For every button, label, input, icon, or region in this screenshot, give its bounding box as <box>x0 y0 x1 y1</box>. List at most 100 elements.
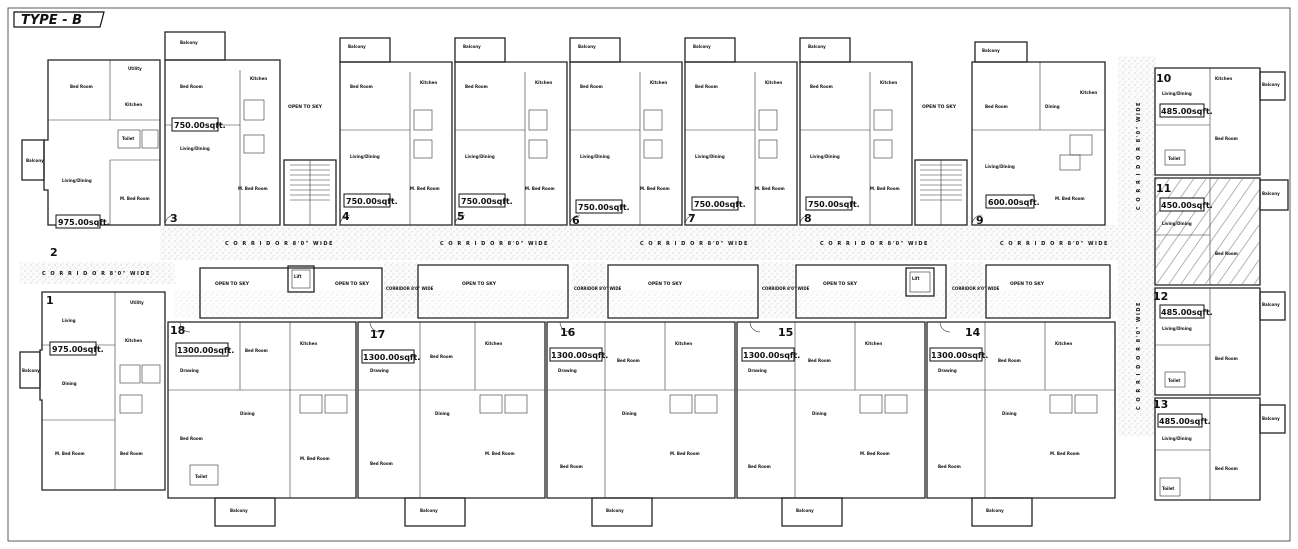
room-label: Utility <box>130 300 144 305</box>
room-label: Living/Dining <box>180 146 210 151</box>
room-label: Bed Room <box>985 104 1008 109</box>
unit-1: Living Dining M. Bed Room Bed Room Kitch… <box>19 291 166 491</box>
room-label: Bed Room <box>810 84 833 89</box>
room-label: Kitchen <box>125 338 142 343</box>
unit-area: 750.00sqft. <box>578 203 630 212</box>
unit-5: Bed Room Kitchen Living/Dining M. Bed Ro… <box>454 37 568 226</box>
room-label: Living <box>62 318 76 323</box>
room-label: Bed Room <box>1215 356 1238 361</box>
open-to-sky-label: OPEN TO SKY <box>823 281 858 287</box>
room-label: Drawing <box>748 368 767 373</box>
room-label: Bed Room <box>938 464 961 469</box>
unit-number: 8 <box>804 212 812 225</box>
unit-area: 750.00sqft. <box>694 200 746 209</box>
corridor-label: C O R R I D O R 8'0" WIDE <box>225 241 334 247</box>
room-label: Kitchen <box>485 341 502 346</box>
unit-area: 750.00sqft. <box>174 121 226 130</box>
room-label: Balcony <box>26 158 44 163</box>
room-label: Drawing <box>558 368 577 373</box>
unit-number: 13 <box>1153 398 1168 411</box>
unit-number: 7 <box>688 212 696 225</box>
room-label: Balcony <box>180 40 198 45</box>
unit-number: 17 <box>370 328 385 341</box>
room-label: Kitchen <box>535 80 552 85</box>
unit-area: 485.00sqft. <box>1161 107 1213 116</box>
corridor-label: C O R R I D O R 8'0" WIDE <box>440 241 549 247</box>
room-label: Dining <box>435 411 450 416</box>
room-label: Living/Dining <box>695 154 725 159</box>
unit-number: 18 <box>170 324 185 337</box>
unit-area: 1300.00sqft. <box>177 346 234 355</box>
unit-number: 3 <box>170 212 178 225</box>
corridor-left <box>20 262 175 284</box>
room-label: M. Bed Room <box>55 451 85 456</box>
room-label: M. Bed Room <box>300 456 330 461</box>
room-label: Toilet <box>1168 378 1180 383</box>
room-label: M. Bed Room <box>870 186 900 191</box>
room-label: Kitchen <box>880 80 897 85</box>
door-swings <box>164 214 983 333</box>
room-label: Toilet <box>122 136 134 141</box>
room-label: Balcony <box>348 44 366 49</box>
room-label: Balcony <box>796 508 814 513</box>
room-label: Living/Dining <box>1162 326 1192 331</box>
plan-title: TYPE - B <box>21 13 82 28</box>
unit-16: Drawing Bed Room Kitchen Dining Bed Room… <box>546 321 736 527</box>
room-label: Balcony <box>463 44 481 49</box>
room-label: Dining <box>1002 411 1017 416</box>
room-label: M. Bed Room <box>485 451 515 456</box>
room-label: Kitchen <box>1055 341 1072 346</box>
room-label: Balcony <box>1262 302 1280 307</box>
room-label: Kitchen <box>250 76 267 81</box>
room-label: M. Bed Room <box>120 196 150 201</box>
room-label: Kitchen <box>650 80 667 85</box>
room-label: M. Bed Room <box>1055 196 1085 201</box>
room-label: Living/Dining <box>62 178 92 183</box>
room-label: Toilet <box>1162 486 1174 491</box>
room-label: Living/Dining <box>1162 221 1192 226</box>
room-label: Kitchen <box>420 80 437 85</box>
unit-area: 750.00sqft. <box>346 197 398 206</box>
corridor-label: C O R R I D O R 8'0" WIDE <box>1000 241 1109 247</box>
room-label: Balcony <box>808 44 826 49</box>
room-label: Bed Room <box>617 358 640 363</box>
open-to-sky-label: OPEN TO SKY <box>335 281 370 287</box>
unit-area: 1300.00sqft. <box>743 351 800 360</box>
room-label: M. Bed Room <box>410 186 440 191</box>
unit-area: 750.00sqft. <box>808 200 860 209</box>
plan-title-badge: TYPE - B <box>13 11 105 28</box>
room-label: Toilet <box>1168 156 1180 161</box>
room-label: Balcony <box>1262 191 1280 196</box>
room-label: Bed Room <box>695 84 718 89</box>
corridor-label: C O R R I D O R 8'0" WIDE <box>42 271 151 277</box>
room-label: Living/Dining <box>465 154 495 159</box>
room-label: Kitchen <box>300 341 317 346</box>
corridor-labels: C O R R I D O R 8'0" WIDE C O R R I D O … <box>42 101 1142 410</box>
lift-label: Lift <box>912 276 920 281</box>
unit-9: Bed Room Dining Kitchen Living/Dining M.… <box>971 41 1106 227</box>
unit-area: 485.00sqft. <box>1161 308 1213 317</box>
unit-13: Living/Dining Bed Room Toilet Balcony 48… <box>1153 397 1286 501</box>
unit-area: 600.00sqft. <box>988 198 1040 207</box>
room-label: Bed Room <box>560 464 583 469</box>
open-to-sky-label: OPEN TO SKY <box>922 104 957 110</box>
unit-area: 1300.00sqft. <box>363 353 420 362</box>
room-label: Bed Room <box>748 464 771 469</box>
open-to-sky-label: OPEN TO SKY <box>215 281 250 287</box>
unit-number: 12 <box>1153 290 1168 303</box>
room-label: Bed Room <box>245 348 268 353</box>
unit-10: Living/Dining Bed Room Kitchen Toilet Ba… <box>1154 67 1286 176</box>
room-label: Drawing <box>938 368 957 373</box>
room-label: M. Bed Room <box>640 186 670 191</box>
room-label: M. Bed Room <box>860 451 890 456</box>
room-label: Bed Room <box>465 84 488 89</box>
room-label: Balcony <box>230 508 248 513</box>
unit-18: Drawing Bed Room Kitchen Dining Bed Room… <box>167 321 357 527</box>
room-label: M. Bed Room <box>1050 451 1080 456</box>
unit-number: 16 <box>560 326 576 339</box>
room-label: Bed Room <box>808 358 831 363</box>
room-label: Balcony <box>22 368 40 373</box>
corridor-right <box>1118 56 1156 436</box>
unit-17: Drawing Bed Room Kitchen Dining Bed Room… <box>357 321 546 527</box>
room-label: Bed Room <box>430 354 453 359</box>
